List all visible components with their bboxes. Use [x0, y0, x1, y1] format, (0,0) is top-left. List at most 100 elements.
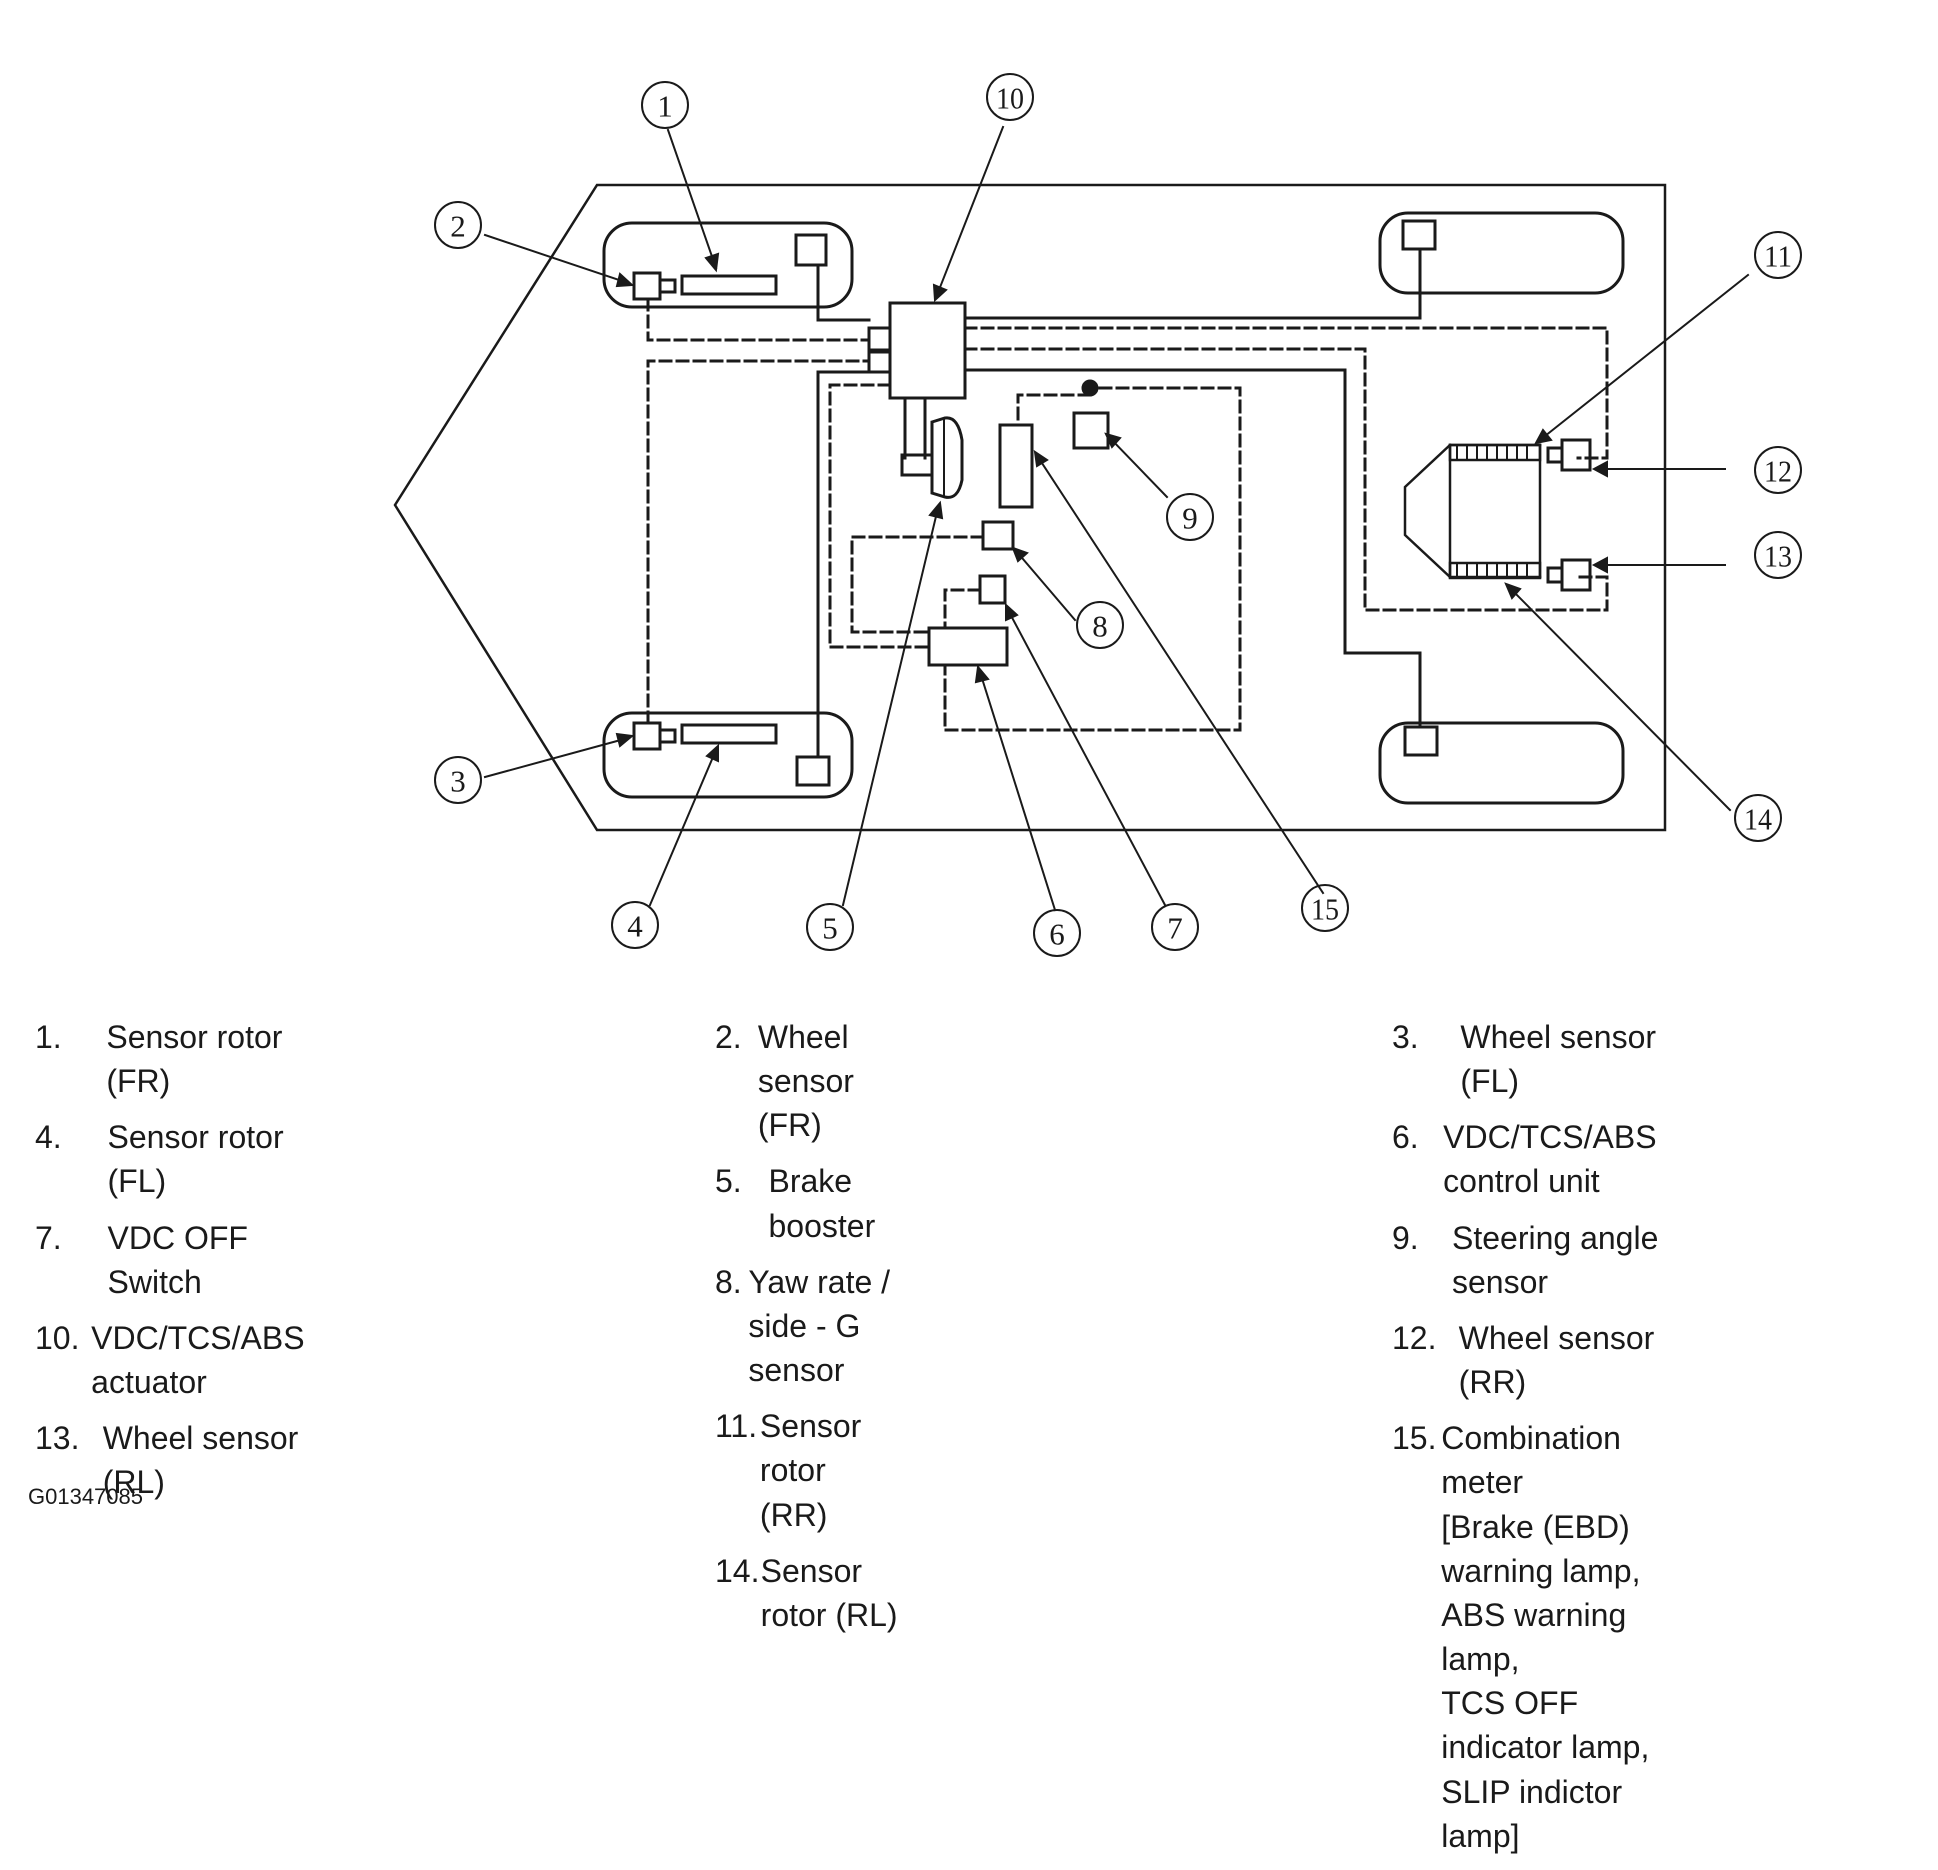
legend-item: 5. Brake booster	[715, 1159, 902, 1247]
callout-number: 4	[627, 909, 643, 944]
legend-number: 10.	[35, 1319, 80, 1356]
wheel-sensor-rr-tip	[1546, 446, 1564, 464]
yaw-rate-sensor	[981, 520, 1015, 551]
legend-item: 7.VDC OFF Switch	[35, 1216, 328, 1304]
wheel-well-rear-right	[1378, 211, 1625, 295]
sensor-rotor-rr	[1448, 443, 1542, 462]
legend-item: 11.Sensor rotor (RR)	[715, 1404, 902, 1536]
callout-12	[1754, 446, 1802, 494]
legend-item: 14.Sensor rotor (RL)	[715, 1549, 902, 1637]
legend-item: 15.Combination meter [Brake (EBD) warnin…	[1392, 1416, 1685, 1858]
callout-1	[641, 81, 689, 129]
callout-4	[611, 901, 659, 949]
legend-number: 14.	[715, 1552, 760, 1589]
callout-number: 7	[1167, 911, 1183, 946]
legend-column-1: 1.Sensor rotor (FR) 4.Sensor rotor (FL) …	[35, 1015, 328, 1517]
legend-column-3: 3.Wheel sensor (FL) 6. VDC/TCS/ABS contro…	[1392, 1015, 1685, 1870]
sensor-rotor-fr	[680, 274, 778, 296]
callout-13	[1754, 531, 1802, 579]
callout-10	[986, 73, 1034, 121]
callout-7	[1151, 903, 1199, 951]
wheel-sensor-fr	[632, 271, 662, 301]
callout-11	[1754, 231, 1802, 279]
legend-item: 3.Wheel sensor (FL)	[1392, 1015, 1685, 1103]
callout-number: 6	[1049, 917, 1065, 952]
wheel-brake-fl	[795, 755, 831, 787]
legend-item: 6. VDC/TCS/ABS control unit	[1392, 1115, 1685, 1203]
leader-lines	[483, 125, 1750, 912]
legend-text: VDC/TCS/ABS control unit	[1443, 1119, 1657, 1200]
legend-text: Wheel sensor (FR)	[757, 1019, 854, 1144]
wheel-brake-fr	[794, 233, 828, 267]
legend-item: 2. Wheel sensor (FR)	[715, 1015, 902, 1147]
vdc-system-layout-diagram: 1 2 3 4 5 6 7 8 9 10 11 12 13 14 15	[393, 73, 1802, 957]
legend-number: 13.	[35, 1420, 80, 1457]
callout-number: 13	[1764, 539, 1792, 574]
callout-number: 10	[996, 81, 1024, 116]
vehicle-body-outline	[393, 183, 1667, 832]
sensor-rotor-rl	[1448, 561, 1542, 580]
wheel-well-front-right	[602, 221, 854, 309]
legend-number: 15.	[1392, 1420, 1437, 1457]
wheel-sensor-rl-tip	[1546, 566, 1564, 584]
legend-item: 10. VDC/TCS/ABS actuator	[35, 1316, 328, 1404]
legend-text: Wheel sensor (RL)	[102, 1420, 299, 1501]
callout-3	[434, 756, 482, 804]
wheel-brake-rr	[1401, 219, 1437, 251]
callout-number: 12	[1764, 454, 1792, 489]
brake-booster	[900, 416, 964, 499]
legend-number: 8.	[715, 1263, 742, 1300]
sensor-wiring	[646, 297, 1609, 732]
wheel-well-rear-left	[1378, 721, 1625, 805]
callout-number: 8	[1092, 609, 1108, 644]
legend-item: 8.Yaw rate / side - G sensor	[715, 1260, 902, 1392]
steering-angle-sensor	[1072, 411, 1110, 450]
rotor-teeth	[1456, 444, 1528, 579]
figure-code: G01347085	[28, 1484, 143, 1509]
callout-15	[1301, 884, 1349, 932]
wheel-sensor-fl	[632, 721, 662, 751]
wheel-sensor-fl-tip	[658, 728, 677, 744]
callout-6	[1033, 909, 1081, 957]
vdc-control-unit	[927, 626, 1009, 667]
wheel-sensor-rl	[1560, 558, 1592, 592]
rear-differential	[1403, 443, 1542, 580]
legend-text: VDC/TCS/ABS actuator	[91, 1319, 305, 1401]
wheel-brake-rl	[1403, 725, 1439, 757]
legend-column-2: 2. Wheel sensor (FR) 5. Brake booster 8.Ya…	[715, 1015, 902, 1649]
callout-number: 15	[1311, 892, 1339, 927]
legend-number: 6.	[1392, 1119, 1419, 1156]
legend-text: Combination meter [Brake (EBD) warning l…	[1441, 1420, 1650, 1854]
legend-number: 3.	[1392, 1019, 1419, 1055]
callout-14	[1734, 794, 1782, 842]
legend-number: 1.	[35, 1019, 62, 1055]
callout-number: 11	[1764, 239, 1792, 274]
combination-meter	[998, 423, 1034, 509]
legend-item: 1.Sensor rotor (FR)	[35, 1015, 328, 1103]
legend-number: 4.	[35, 1119, 62, 1156]
callout-2	[434, 201, 482, 249]
sensor-rotor-fl	[680, 723, 778, 745]
legend-text: Sensor rotor (RL)	[760, 1552, 898, 1633]
brake-lines	[816, 247, 1422, 759]
callout-9	[1166, 493, 1214, 541]
legend-item: 13. Wheel sensor (RL)	[35, 1416, 328, 1504]
legend-number: 11.	[715, 1408, 758, 1445]
legend-number: 2.	[715, 1019, 742, 1055]
legend-item: 4. Sensor rotor (FL)	[35, 1115, 328, 1203]
vdc-actuator-body	[888, 301, 967, 400]
vdc-actuator-port-1	[867, 326, 892, 352]
callout-number: 5	[822, 911, 838, 946]
legend-text: Yaw rate / side - G sensor	[748, 1263, 891, 1389]
legend-number: 9.	[1392, 1219, 1419, 1256]
legend-text: Steering angle sensor	[1451, 1219, 1659, 1300]
legend-number: 7.	[35, 1219, 62, 1256]
wheel-well-front-left	[602, 711, 854, 799]
legend-item: 9. Steering angle sensor	[1392, 1216, 1685, 1304]
legend-text: Sensor rotor (FL)	[107, 1119, 284, 1200]
legend-text: Brake booster	[768, 1163, 876, 1244]
callout-8	[1076, 601, 1124, 649]
legend-number: 5.	[715, 1163, 742, 1200]
callout-circles	[434, 73, 1802, 957]
vdc-off-switch	[978, 574, 1007, 605]
